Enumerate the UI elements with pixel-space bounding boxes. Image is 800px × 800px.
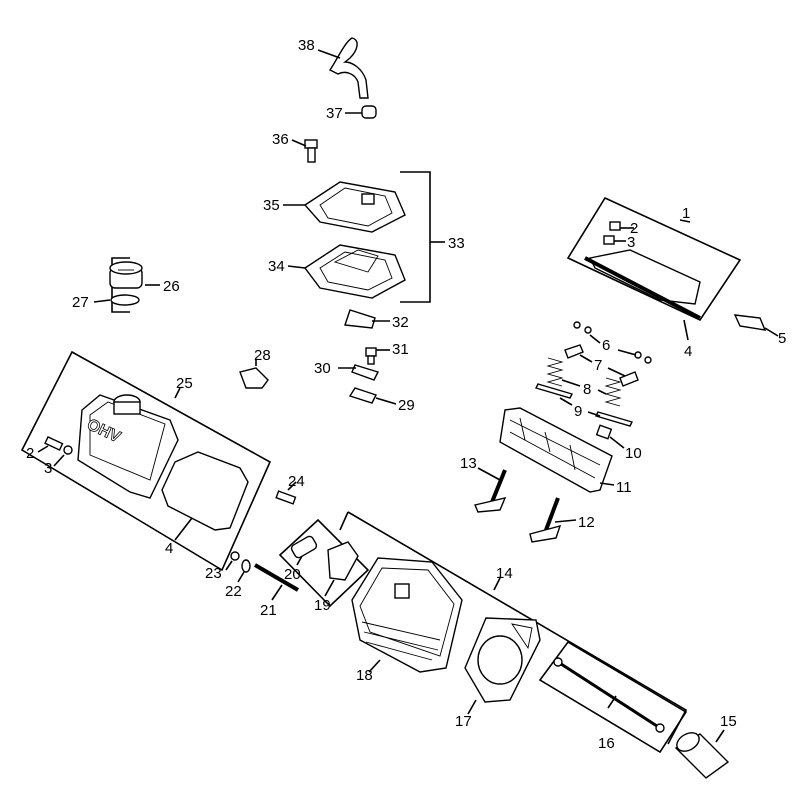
spring-8 (546, 357, 622, 407)
callout-20: 20 (284, 566, 301, 583)
pushrod-16 (553, 657, 665, 733)
callout-3-cover: 3 (44, 460, 52, 477)
guide-10 (595, 424, 625, 449)
screw-31 (365, 347, 390, 365)
pushrod-9 (534, 383, 634, 427)
callout-23: 23 (205, 565, 222, 582)
breather-tube-38 (317, 37, 369, 99)
callout-4-rocker: 4 (684, 343, 692, 360)
stud-21 (253, 563, 300, 601)
callout-11: 11 (616, 479, 632, 496)
callout-34: 34 (268, 258, 285, 275)
bracket-5 (733, 314, 779, 337)
callout-2-cover: 2 (26, 445, 34, 462)
valve-cover-25: OHV (77, 394, 179, 499)
bracket-29 (348, 387, 397, 405)
screw-2-cover (37, 435, 64, 453)
callout-29: 29 (398, 397, 415, 414)
washer-22 (237, 559, 251, 583)
callout-21: 21 (260, 602, 277, 619)
bracket-25 (20, 350, 272, 572)
callout-17: 17 (455, 713, 472, 730)
cap-26 (109, 261, 143, 289)
callout-38: 38 (298, 37, 315, 54)
callout-8: 8 (583, 381, 591, 398)
bracket-14 (347, 511, 688, 745)
callout-37: 37 (326, 105, 343, 122)
tappet-15 (674, 729, 730, 779)
nut-3-rocker (603, 235, 626, 245)
bracket-30 (338, 364, 379, 381)
callout-25: 25 (176, 375, 193, 392)
callout-10: 10 (625, 445, 642, 462)
callout-1: 1 (682, 205, 690, 222)
sleeve-20 (290, 535, 318, 566)
valve-12 (529, 497, 577, 543)
cylinder-head-18 (351, 557, 463, 673)
screw-24 (275, 481, 297, 505)
gasket-34 (287, 244, 406, 299)
bracket-16 (538, 640, 688, 754)
cover-35 (283, 181, 406, 233)
callout-24: 24 (288, 473, 305, 490)
valve-13 (474, 467, 507, 513)
rocker-cover-1 (584, 249, 701, 320)
bracket-1 (566, 196, 742, 322)
rocker-head-11 (499, 407, 615, 493)
callout-2-rocker: 2 (630, 220, 638, 237)
callout-18: 18 (356, 667, 373, 684)
callout-15: 15 (720, 713, 737, 730)
bracket-33 (400, 171, 431, 303)
head-gasket-17 (464, 617, 541, 715)
callout-9: 9 (574, 403, 582, 420)
screw-2-rocker (609, 221, 634, 231)
callout-4-cover: 4 (165, 540, 173, 557)
bracket-19 (278, 518, 370, 608)
callout-26: 26 (163, 278, 180, 295)
callout-30: 30 (314, 360, 331, 377)
spring-7 (564, 344, 639, 387)
callout-33: 33 (448, 235, 465, 252)
callout-6: 6 (602, 337, 610, 354)
callout-14: 14 (496, 565, 513, 582)
callout-19: 19 (314, 597, 331, 614)
nut-23 (225, 551, 240, 571)
wedge-32 (344, 309, 390, 329)
callout-22: 22 (225, 583, 242, 600)
callout-7: 7 (594, 357, 602, 374)
callout-27: 27 (72, 294, 89, 311)
callout-13: 13 (460, 455, 477, 472)
gasket-4-cover (161, 451, 249, 541)
clip-28 (239, 360, 269, 389)
oring-27 (93, 294, 140, 306)
callout-12: 12 (578, 514, 595, 531)
callout-35: 35 (263, 197, 280, 214)
nut-3-cover (53, 445, 73, 467)
screw-36 (291, 139, 318, 163)
callout-3-rocker: 3 (627, 234, 635, 251)
callout-36: 36 (272, 131, 289, 148)
callout-32: 32 (392, 314, 409, 331)
callout-28: 28 (254, 347, 271, 364)
callout-31: 31 (392, 341, 409, 358)
callout-16: 16 (598, 735, 615, 752)
keeper-6 (573, 321, 652, 364)
breather-19 (324, 541, 359, 597)
callout-5: 5 (778, 330, 786, 347)
clamp-37 (345, 105, 377, 119)
